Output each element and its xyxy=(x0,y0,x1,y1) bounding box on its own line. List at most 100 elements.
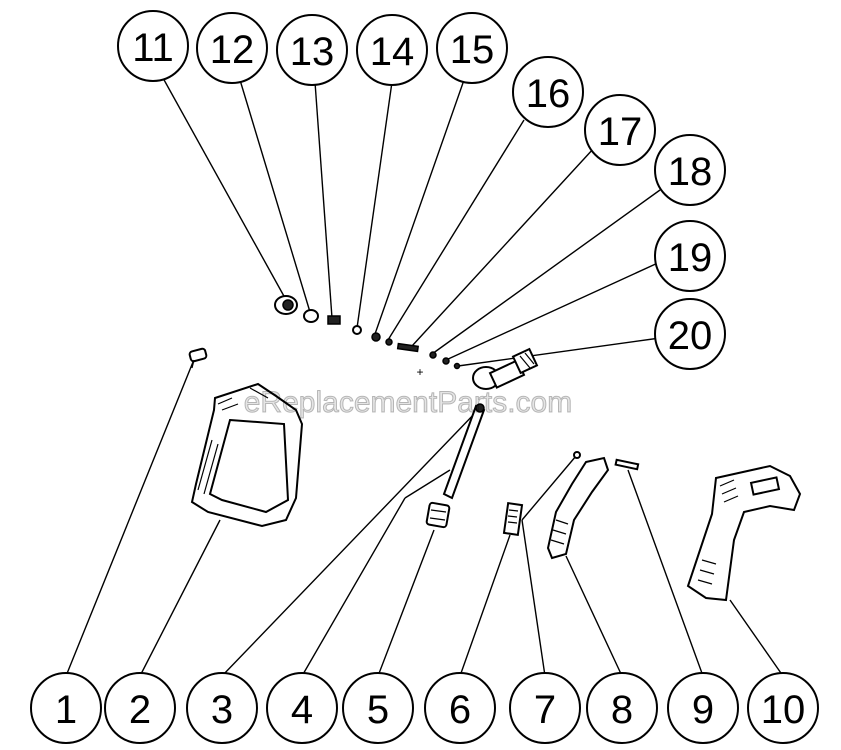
leader-11 xyxy=(162,77,286,299)
part-5-nut xyxy=(425,501,451,529)
callout-label: 17 xyxy=(598,110,643,154)
watermark-text: eReplacementParts.com xyxy=(244,386,572,419)
callout-circle xyxy=(276,14,348,86)
part-16-washer xyxy=(385,338,393,346)
callout-3: 3 xyxy=(186,672,258,744)
callout-20: 20 xyxy=(654,298,726,370)
leader-8 xyxy=(565,555,623,677)
leader-13 xyxy=(314,81,333,319)
callout-label: 8 xyxy=(611,688,633,732)
callout-circle xyxy=(196,12,268,84)
part-19-ring xyxy=(442,357,450,365)
leader-17 xyxy=(411,147,595,347)
leader-16 xyxy=(387,119,525,341)
callout-circle xyxy=(667,672,739,744)
small-parts: + xyxy=(274,295,461,379)
callout-label: 7 xyxy=(534,688,556,732)
leader-12 xyxy=(239,79,311,313)
part-6-clip xyxy=(502,502,524,536)
callout-circle xyxy=(342,672,414,744)
leader-15 xyxy=(374,79,465,335)
callout-9: 9 xyxy=(667,672,739,744)
callout-1: 1 xyxy=(30,672,102,744)
part-4-tube xyxy=(442,403,486,500)
callout-label: 15 xyxy=(450,28,495,72)
callout-label: 11 xyxy=(132,26,174,70)
part-14-ball xyxy=(352,325,362,335)
leader-lines xyxy=(65,77,784,677)
leader-3 xyxy=(221,409,479,677)
callout-circle xyxy=(266,672,338,744)
callout-16: 16 xyxy=(512,56,584,128)
callout-15: 15 xyxy=(436,12,508,84)
callout-label: 3 xyxy=(211,688,233,732)
leader-9 xyxy=(627,469,704,677)
callout-label: 10 xyxy=(761,688,806,732)
callout-circle xyxy=(586,672,658,744)
callout-label: 4 xyxy=(291,688,313,732)
callout-circle xyxy=(584,94,656,166)
callout-circle xyxy=(424,672,496,744)
leader-7 xyxy=(521,519,546,677)
callout-circle xyxy=(509,672,581,744)
callout-label: 6 xyxy=(449,688,471,732)
callout-7: 7 xyxy=(509,672,581,744)
callout-5: 5 xyxy=(342,672,414,744)
leader-4-elbow xyxy=(404,469,451,499)
callout-18: 18 xyxy=(654,134,726,206)
callout-10: 10 xyxy=(747,672,819,744)
callout-12: 12 xyxy=(196,12,268,84)
callout-label: 9 xyxy=(692,688,714,732)
part-7-pin xyxy=(573,451,581,459)
callout-circle xyxy=(512,56,584,128)
callout-circle xyxy=(654,298,726,370)
leader-4 xyxy=(301,497,406,677)
leader-5 xyxy=(377,529,435,677)
callout-label: 20 xyxy=(668,314,713,358)
callout-17: 17 xyxy=(584,94,656,166)
leader-2 xyxy=(139,519,221,677)
leader-1 xyxy=(65,361,194,677)
leader-14 xyxy=(356,81,393,329)
callout-8: 8 xyxy=(586,672,658,744)
callout-circle xyxy=(654,220,726,292)
part-plus-mark: + xyxy=(416,365,423,379)
callout-circle xyxy=(30,672,102,744)
callout-label: 14 xyxy=(370,30,415,74)
callout-6: 6 xyxy=(424,672,496,744)
part-1-screw xyxy=(188,347,208,369)
callout-circle xyxy=(104,672,176,744)
part-12-oring xyxy=(303,309,319,323)
part-13-spring xyxy=(327,315,341,325)
callout-2: 2 xyxy=(104,672,176,744)
leader-6 xyxy=(459,534,511,677)
callout-label: 19 xyxy=(668,236,713,280)
callout-label: 2 xyxy=(129,688,151,732)
leader-20 xyxy=(457,337,661,367)
part-3-valve-body xyxy=(472,347,539,390)
callout-11: 11 xyxy=(117,10,189,82)
part-15-seal xyxy=(371,332,381,342)
callout-14: 14 xyxy=(356,14,428,86)
callout-circle xyxy=(356,14,428,86)
callout-13: 13 xyxy=(276,14,348,86)
part-8-trigger xyxy=(546,456,610,560)
callout-label: 1 xyxy=(55,688,77,732)
callout-label: 18 xyxy=(668,150,713,194)
part-11-plug-face xyxy=(282,299,294,311)
callout-label: 16 xyxy=(526,72,571,116)
leader-19 xyxy=(445,261,661,361)
leader-10 xyxy=(729,599,784,677)
callout-4: 4 xyxy=(266,672,338,744)
part-2-handle-housing xyxy=(190,382,304,528)
callout-circle xyxy=(654,134,726,206)
callout-circle xyxy=(436,12,508,84)
part-9-rod xyxy=(614,458,640,471)
callout-label: 5 xyxy=(367,688,389,732)
callout-circle xyxy=(747,672,819,744)
leader-18 xyxy=(431,189,661,355)
part-17-pin xyxy=(396,342,420,353)
callout-19: 19 xyxy=(654,220,726,292)
